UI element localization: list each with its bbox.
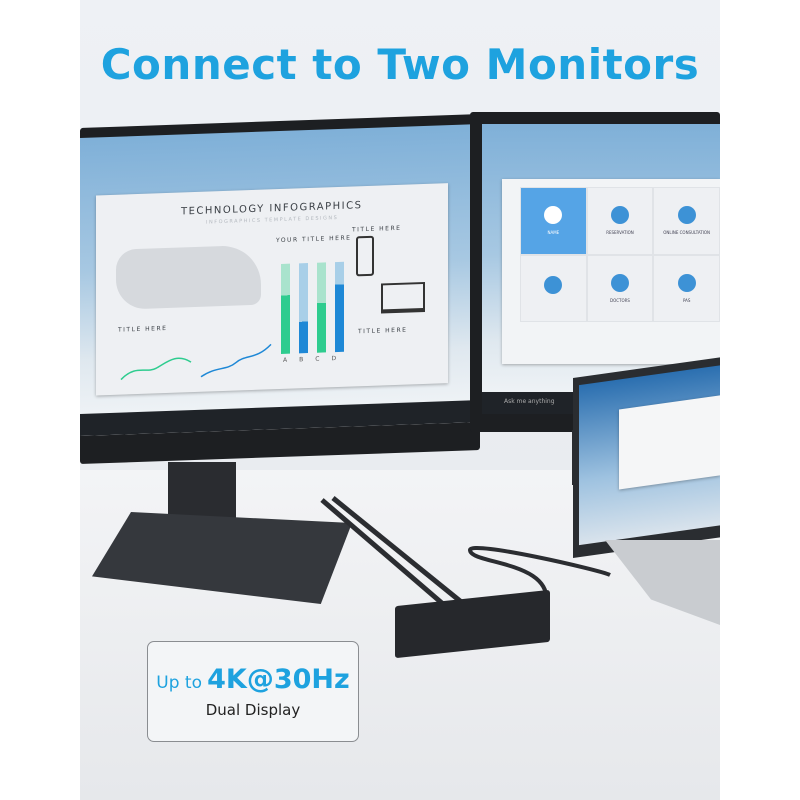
search-placeholder[interactable]: Ask me anything <box>504 398 555 405</box>
spec-prefix: Up to <box>156 673 203 693</box>
left-monitor: TECHNOLOGY INFOGRAPHICS INFOGRAPHICS TEM… <box>80 114 480 465</box>
app-tiles: NAME RESERVATION ONLINE CONSULTATION DOC… <box>520 187 720 322</box>
line-blue <box>200 343 272 378</box>
left-monitor-screen: TECHNOLOGY INFOGRAPHICS INFOGRAPHICS TEM… <box>80 124 470 437</box>
spec-callout: Up to 4K@30Hz Dual Display <box>147 641 359 742</box>
laptop <box>573 357 720 558</box>
tile-reservation[interactable]: RESERVATION <box>586 187 654 255</box>
laptop-screen <box>579 365 720 546</box>
line-teal <box>120 357 192 381</box>
laptop-app-window <box>619 395 720 490</box>
tile-profile[interactable] <box>520 254 587 322</box>
tile-doctors[interactable]: DOCTORS <box>586 254 654 322</box>
spec-caption: Dual Display <box>205 701 301 719</box>
app-window: NAME RESERVATION ONLINE CONSULTATION DOC… <box>502 179 720 364</box>
spec-highlight: 4K@30Hz <box>207 664 350 695</box>
tile-online-consultation[interactable]: ONLINE CONSULTATION <box>653 187 720 255</box>
line-charts <box>120 343 272 381</box>
infographic-slide: TECHNOLOGY INFOGRAPHICS INFOGRAPHICS TEM… <box>96 183 448 396</box>
page-title: Connect to Two Monitors <box>100 40 700 89</box>
tile-pas[interactable]: PAS <box>653 254 720 322</box>
tile-name[interactable]: NAME <box>520 187 587 255</box>
